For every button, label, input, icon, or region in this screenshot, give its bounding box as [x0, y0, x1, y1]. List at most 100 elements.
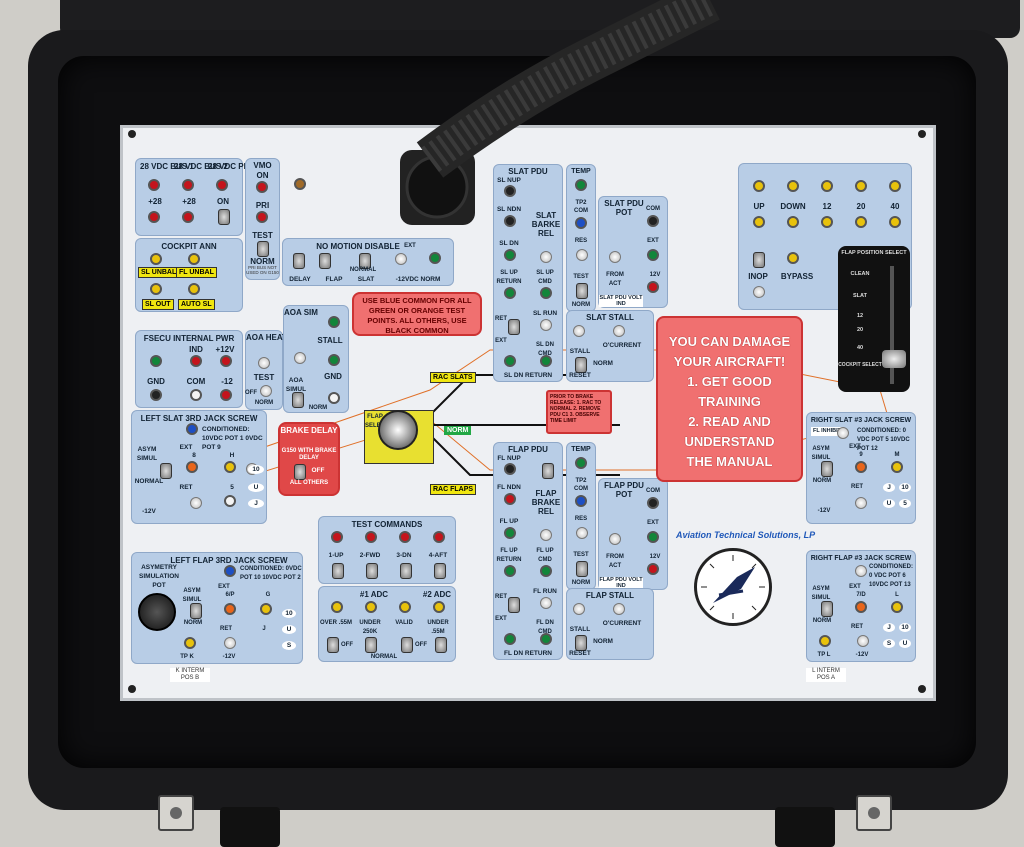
jack[interactable]	[150, 389, 162, 401]
jack[interactable]	[540, 355, 552, 367]
jack[interactable]	[433, 601, 445, 613]
jack[interactable]	[575, 179, 587, 191]
jack[interactable]	[429, 252, 441, 264]
toggle-switch[interactable]	[366, 563, 378, 579]
jack[interactable]	[575, 495, 587, 507]
toggle-switch[interactable]	[576, 283, 588, 299]
jack[interactable]	[647, 563, 659, 575]
jack[interactable]	[504, 633, 516, 645]
jack[interactable]	[188, 283, 200, 295]
toggle-switch[interactable]	[435, 637, 447, 653]
toggle-switch[interactable]	[400, 563, 412, 579]
jack[interactable]	[787, 216, 799, 228]
jack[interactable]	[891, 461, 903, 473]
jack[interactable]	[855, 601, 867, 613]
jack[interactable]	[224, 495, 236, 507]
toggle-switch[interactable]	[542, 463, 554, 479]
latch-left[interactable]	[158, 795, 194, 831]
toggle-switch[interactable]	[293, 253, 305, 269]
jack[interactable]	[216, 179, 228, 191]
jack[interactable]	[753, 216, 765, 228]
toggle-switch[interactable]	[753, 252, 765, 268]
jack[interactable]	[855, 216, 867, 228]
toggle-switch[interactable]	[160, 463, 172, 479]
jack[interactable]	[855, 180, 867, 192]
jack[interactable]	[328, 392, 340, 404]
jack[interactable]	[188, 253, 200, 265]
jack[interactable]	[186, 461, 198, 473]
jack[interactable]	[256, 181, 268, 193]
jack[interactable]	[186, 423, 198, 435]
jack[interactable]	[540, 287, 552, 299]
jack[interactable]	[855, 461, 867, 473]
toggle-switch[interactable]	[576, 561, 588, 577]
jack[interactable]	[540, 565, 552, 577]
jack[interactable]	[787, 180, 799, 192]
jack[interactable]	[889, 180, 901, 192]
jack[interactable]	[504, 185, 516, 197]
jack[interactable]	[647, 249, 659, 261]
jack[interactable]	[647, 531, 659, 543]
jack[interactable]	[182, 179, 194, 191]
asymmetry-pot-knob[interactable]	[138, 593, 176, 631]
jack[interactable]	[647, 281, 659, 293]
toggle-switch[interactable]	[292, 392, 304, 408]
jack[interactable]	[889, 216, 901, 228]
jack[interactable]	[819, 635, 831, 647]
jack[interactable]	[148, 211, 160, 223]
jack[interactable]	[182, 211, 194, 223]
toggle-switch[interactable]	[434, 563, 446, 579]
toggle-switch[interactable]	[821, 461, 833, 477]
jack[interactable]	[575, 457, 587, 469]
jack[interactable]	[224, 565, 236, 577]
latch-right[interactable]	[856, 795, 892, 831]
toggle-switch[interactable]	[508, 597, 520, 613]
jack[interactable]	[504, 527, 516, 539]
toggle-switch[interactable]	[190, 603, 202, 619]
jack[interactable]	[150, 253, 162, 265]
jack[interactable]	[647, 497, 659, 509]
jack[interactable]	[190, 355, 202, 367]
jack[interactable]	[575, 217, 587, 229]
toggle-switch[interactable]	[575, 635, 587, 651]
jack[interactable]	[504, 249, 516, 261]
jack[interactable]	[150, 283, 162, 295]
flap-position-selector[interactable]: FLAP POSITION SELECT CLEAN SLAT 12 20 40…	[838, 246, 910, 392]
jack[interactable]	[365, 601, 377, 613]
toggle-switch[interactable]	[294, 464, 306, 480]
jack[interactable]	[647, 215, 659, 227]
toggle-switch[interactable]	[508, 319, 520, 335]
jack[interactable]	[150, 355, 162, 367]
toggle-switch[interactable]	[365, 637, 377, 653]
jack[interactable]	[821, 216, 833, 228]
jack[interactable]	[256, 211, 268, 223]
jack[interactable]	[224, 461, 236, 473]
toggle-switch[interactable]	[359, 253, 371, 269]
toggle-switch[interactable]	[332, 563, 344, 579]
jack[interactable]	[220, 389, 232, 401]
toggle-switch[interactable]	[575, 357, 587, 373]
jack[interactable]	[331, 601, 343, 613]
jack[interactable]	[504, 565, 516, 577]
toggle-switch[interactable]	[401, 637, 413, 653]
jack[interactable]	[399, 531, 411, 543]
jack[interactable]	[365, 531, 377, 543]
jack[interactable]	[328, 316, 340, 328]
jack[interactable]	[504, 287, 516, 299]
jack[interactable]	[504, 493, 516, 505]
jack[interactable]	[190, 389, 202, 401]
jack[interactable]	[328, 354, 340, 366]
jack[interactable]	[184, 637, 196, 649]
flap-select-knob[interactable]	[378, 410, 418, 450]
jack[interactable]	[224, 603, 236, 615]
toggle-switch[interactable]	[327, 637, 339, 653]
jack[interactable]	[504, 215, 516, 227]
selector-handle[interactable]	[882, 350, 906, 368]
jack[interactable]	[148, 179, 160, 191]
toggle-switch[interactable]	[319, 253, 331, 269]
jack[interactable]	[433, 531, 445, 543]
jack[interactable]	[220, 355, 232, 367]
jack[interactable]	[504, 463, 516, 475]
jack[interactable]	[753, 180, 765, 192]
jack[interactable]	[540, 633, 552, 645]
